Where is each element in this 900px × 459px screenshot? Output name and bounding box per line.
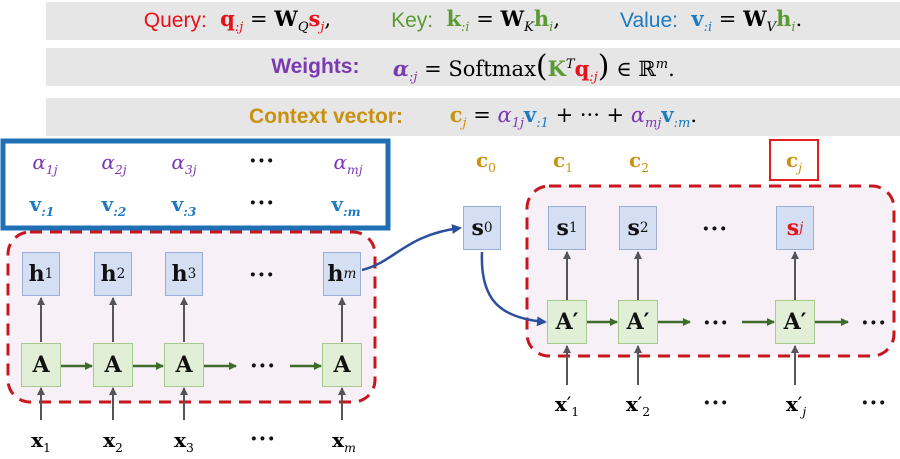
context-1: c1	[552, 148, 574, 175]
hidden-ellipsis: ···	[249, 262, 275, 288]
decoder-state-ellipsis: ···	[702, 216, 728, 242]
legend-box	[0, 138, 391, 231]
decoder-cell-2: A′	[618, 300, 658, 344]
weights-formula: α:j = Softmax(KTq:j) ∈ ℝm.	[392, 48, 675, 86]
decoder-cell-1: A′	[547, 300, 587, 344]
context-2: c2	[628, 148, 650, 175]
legend-alpha-ellipsis: ···	[249, 148, 275, 174]
context-j: cj	[785, 148, 803, 175]
legend-alpha-2: α2j	[101, 150, 127, 177]
key-formula: k:i = WKhi,	[446, 6, 560, 36]
encoder-input-3: x3	[174, 428, 194, 455]
context-formula: cj = α1jv:1 + ··· + αmjv:m.	[449, 102, 698, 132]
context-0: c0	[475, 148, 497, 175]
legend-alpha-3: α3j	[171, 150, 197, 177]
context-label: Context vector:	[248, 105, 403, 128]
formula-band-query-key-value: Query: q:j = WQsj, Key: k:i = WKhi, Valu…	[46, 2, 900, 40]
legend-alpha-1: α1j	[32, 150, 58, 177]
encoder-cell-m: A	[322, 343, 362, 387]
decoder-input-1: x′1	[554, 392, 580, 419]
query-label: Query:	[143, 9, 207, 32]
legend-value-ellipsis: ···	[249, 190, 275, 216]
decoder-input-trailing-ellipsis: ···	[861, 390, 887, 416]
decoder-cell-ellipsis: ···	[703, 310, 729, 336]
encoder-input-ellipsis: ···	[250, 426, 276, 452]
formula-band-weights: Weights: α:j = Softmax(KTq:j) ∈ ℝm.	[46, 48, 900, 86]
encoder-input-2: x2	[103, 428, 123, 455]
weights-label: Weights:	[271, 55, 360, 78]
encoder-cell-ellipsis: ···	[250, 353, 276, 379]
decoder-cell-j: A′	[775, 300, 815, 344]
decoder-input-2: x′2	[625, 392, 651, 419]
cj-highlight	[769, 139, 819, 181]
key-label: Key:	[391, 9, 434, 32]
encoder-cell-2: A	[93, 343, 133, 387]
query-formula: q:j = WQsj,	[220, 6, 332, 36]
encoder-input-1: x1	[31, 428, 51, 455]
value-formula: v:i = WVhi.	[691, 6, 803, 36]
formula-band-context: Context vector: cj = α1jv:1 + ··· + αmjv…	[46, 98, 900, 136]
decoder-cell-trailing-ellipsis: ···	[861, 310, 887, 336]
encoder-cell-1: A	[21, 343, 61, 387]
encoder-cell-3: A	[164, 343, 204, 387]
legend-value-1: v:1	[29, 192, 55, 219]
decoder-input-j: x′j	[785, 392, 807, 419]
legend-alpha-m: αmj	[333, 150, 363, 177]
value-label: Value:	[620, 9, 678, 32]
decoder-input-ellipsis: ···	[703, 390, 729, 416]
legend-value-3: v:3	[171, 192, 197, 219]
legend-value-m: v:m	[331, 192, 361, 219]
legend-value-2: v:2	[101, 192, 127, 219]
encoder-input-m: xm	[332, 428, 356, 455]
